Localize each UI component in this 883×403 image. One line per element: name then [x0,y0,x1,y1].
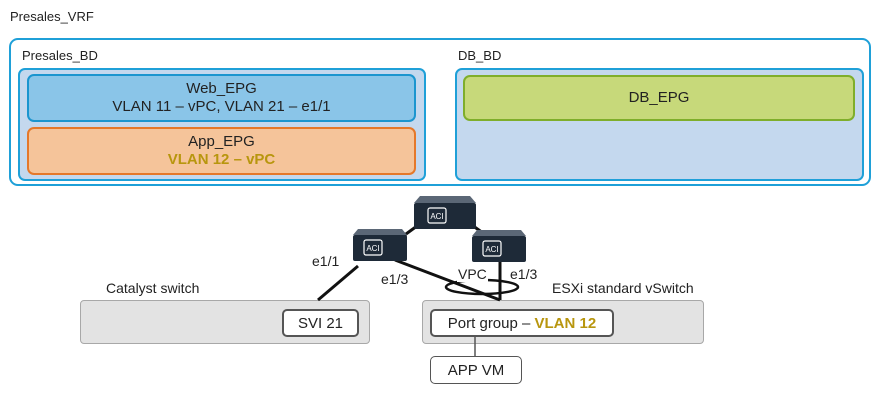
left-mid-port-label: e1/3 [381,271,409,287]
svi-21-box[interactable]: SVI 21 [282,309,359,337]
left-leaf-switch-icon: ACI [353,229,407,261]
port-group-box[interactable]: Port group – VLAN 12 [430,309,614,337]
vrf-label: Presales_VRF [10,9,94,24]
left-port-label: e1/1 [312,253,340,269]
presales-bd-label: Presales_BD [22,48,98,63]
app-vm-box[interactable]: APP VM [430,356,522,384]
catalyst-switch-label: Catalyst switch [106,280,200,296]
db-bd-label: DB_BD [458,48,502,63]
port-group-vlan: VLAN 12 [534,314,597,332]
left-leaf-catalyst-link [317,264,359,302]
db-epg[interactable]: DB_EPG [463,75,855,121]
app-epg[interactable]: App_EPG VLAN 12 – vPC [27,127,416,175]
spine-switch-label: ACI [430,212,443,221]
left-leaf-switch-label: ACI [366,244,379,253]
spine-switch-icon: ACI [414,196,476,229]
db-epg-name: DB_EPG [628,89,690,106]
web-epg-detail: VLAN 11 – vPC, VLAN 21 – e1/1 [112,98,331,115]
right-port-label: e1/3 [510,266,538,282]
port-group-prefix: Port group – [447,314,535,332]
vpc-label: VPC [457,266,488,282]
app-epg-name: App_EPG [188,133,255,150]
app-epg-detail: VLAN 12 – vPC [167,151,276,168]
web-epg[interactable]: Web_EPG VLAN 11 – vPC, VLAN 21 – e1/1 [27,74,416,122]
right-leaf-switch-label: ACI [485,245,498,254]
esxi-vswitch-label: ESXi standard vSwitch [552,280,694,296]
right-leaf-switch-icon: ACI [472,230,526,262]
web-epg-name: Web_EPG [186,80,257,97]
